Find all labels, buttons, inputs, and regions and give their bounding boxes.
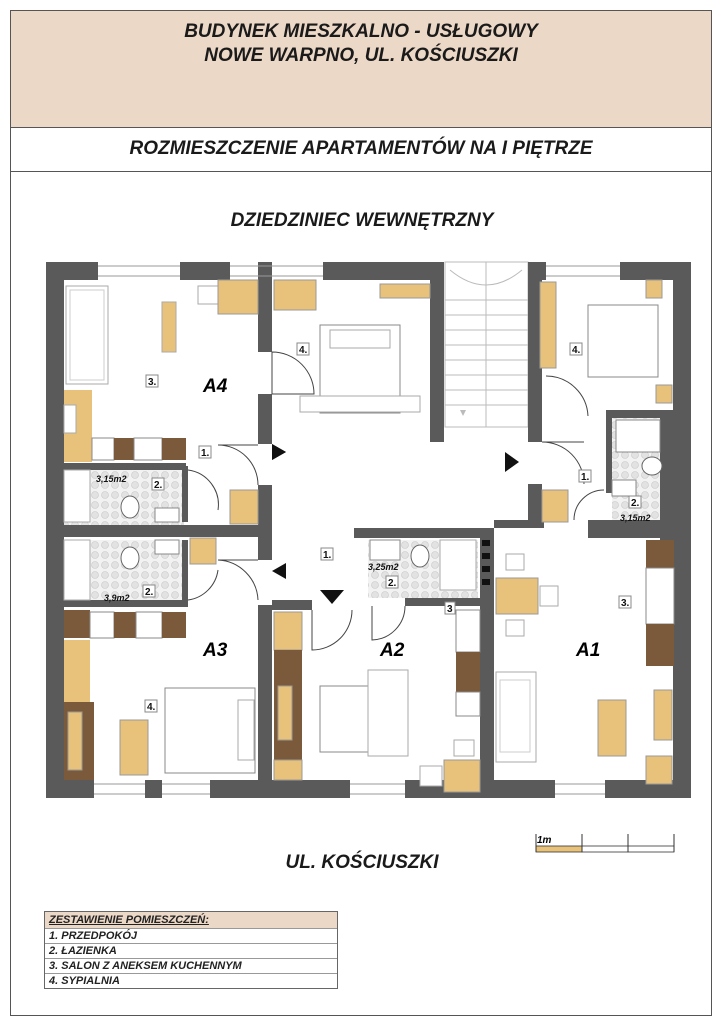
inner-walls	[64, 262, 678, 797]
room-legend: ZESTAWIENIE POMIESZCZEŃ: 1. PRZEDPOKÓJ 2…	[44, 911, 338, 989]
a2-furniture	[273, 539, 481, 793]
tag-a1-hall: 1.	[581, 472, 590, 483]
legend-title: ZESTAWIENIE POMIESZCZEŃ:	[45, 912, 337, 928]
entry-arrows	[272, 444, 519, 604]
apt-label-a1: A1	[575, 640, 600, 661]
scale-bar	[535, 834, 675, 853]
tag-a2-kitchen: 3	[447, 604, 453, 615]
apt-label-a4: A4	[202, 376, 228, 397]
page-subtitle: ROZMIESZCZENIE APARTAMENTÓW NA I PIĘTRZE	[129, 138, 593, 159]
tag-a4-hall: 1.	[201, 448, 210, 459]
tag-a1-salon: 3.	[621, 598, 630, 609]
doors	[187, 351, 605, 651]
tag-a4-bed: 4.	[299, 345, 308, 356]
legend-item: 1. PRZEDPOKÓJ	[45, 928, 337, 943]
tag-a1-bed: 4.	[572, 345, 581, 356]
tag-a2-bath: 2.	[388, 578, 397, 589]
legend-item: 4. SYPIALNIA	[45, 973, 337, 988]
tag-a4-bath: 2.	[154, 480, 163, 491]
legend-item: 2. ŁAZIENKA	[45, 943, 337, 958]
tag-a3-bed: 4.	[147, 702, 156, 713]
area-a3-bath: 3,9m2	[104, 593, 130, 603]
a3-furniture	[63, 537, 256, 780]
title-line-2: NOWE WARPNO, UL. KOŚCIUSZKI	[204, 45, 518, 66]
area-a4-bath: 3,15m2	[96, 474, 127, 484]
a1-furniture	[482, 279, 675, 785]
outer-walls	[46, 262, 691, 798]
arrow-right-a1-icon	[505, 452, 519, 472]
tag-a4-salon: 3.	[148, 377, 157, 388]
arrow-left-a4-icon	[272, 444, 286, 460]
legend-item: 3. SALON Z ANEKSEM KUCHENNYM	[45, 958, 337, 973]
area-a1-bath: 3,15m2	[620, 513, 651, 523]
title-line-1: BUDYNEK MIESZKALNO - USŁUGOWY	[184, 21, 538, 42]
tag-corridor: 1.	[323, 550, 332, 561]
scale-label: 1m	[537, 835, 552, 846]
windows	[94, 265, 620, 795]
arrow-down-a2-icon	[320, 590, 344, 604]
tag-a1-bath: 2.	[631, 498, 640, 509]
apt-label-a2: A2	[379, 640, 405, 661]
staircase	[444, 261, 529, 428]
area-a2-bath: 3,25m2	[368, 562, 399, 572]
street-label: UL. KOŚCIUSZKI	[285, 852, 439, 873]
apt-label-a3: A3	[202, 640, 228, 661]
tag-a3-bath: 2.	[145, 587, 154, 598]
courtyard-label: DZIEDZINIEC WEWNĘTRZNY	[230, 210, 494, 231]
a4-furniture	[63, 279, 431, 525]
header-panel: BUDYNEK MIESZKALNO - USŁUGOWY NOWE WARPN…	[10, 10, 712, 128]
arrow-left-a3-icon	[272, 563, 286, 579]
subtitle-panel: ROZMIESZCZENIE APARTAMENTÓW NA I PIĘTRZE	[10, 127, 712, 172]
